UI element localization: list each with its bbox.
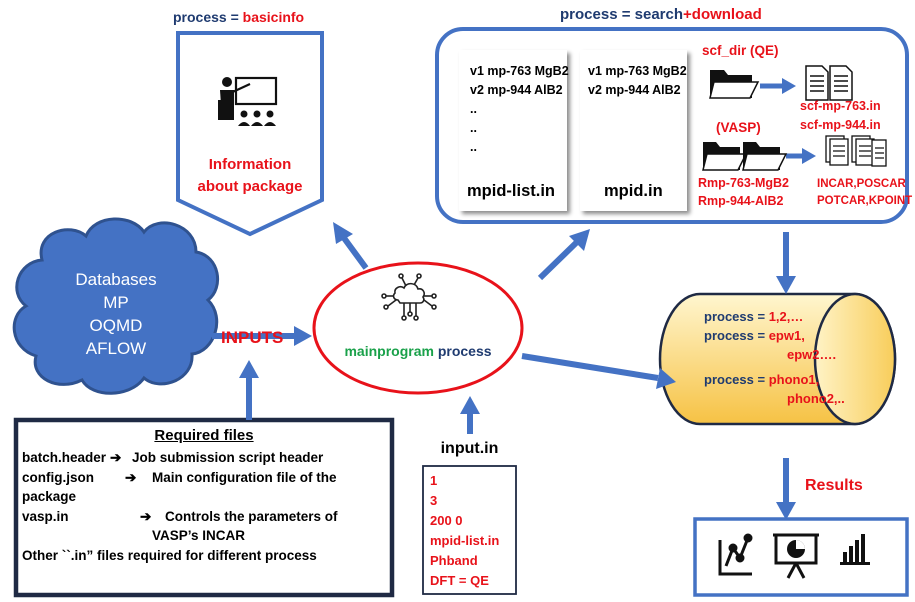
input-line: 200 0 — [430, 513, 463, 528]
file-description: Main configuration file of the — [152, 469, 337, 485]
required-file-row: config.json ➔ Main configuration file of… — [22, 468, 390, 488]
required-files-list: batch.header ➔ Job submission script hea… — [22, 448, 390, 565]
required-files-panel — [13, 417, 395, 598]
database-name: AFLOW — [85, 339, 147, 358]
databases-list: Databases MP OQMD AFLOW — [36, 268, 196, 360]
databases-cloud — [12, 217, 219, 395]
vasp-file-names: POTCAR,KPOINT — [817, 195, 913, 207]
vasp-dirs: Rmp-763-MgB2 Rmp-944-AlB2 — [698, 174, 789, 210]
vasp-label: (VASP) — [716, 120, 761, 135]
file-description: VASP’s INCAR — [152, 528, 246, 543]
input-line: 3 — [430, 493, 438, 508]
process-row: process = epw1, — [704, 326, 845, 345]
process-prefix: process = — [704, 328, 769, 343]
process-list: process = 1,2,… process = epw1, epw2…. p… — [704, 307, 845, 408]
input-line: Phband — [430, 553, 478, 568]
document-line: v2 mp-944 AlB2 — [588, 83, 681, 97]
qe-dir-label: scf_dir (QE) — [702, 43, 779, 58]
qe-files: scf-mp-763.in scf-mp-944.in — [800, 97, 881, 135]
process-value: phono1, — [768, 372, 820, 387]
folder-icon — [702, 142, 788, 171]
line-chart-icon — [718, 533, 753, 576]
process-prefix: process = — [560, 6, 635, 23]
file-name: package — [22, 489, 77, 504]
presentation-pie-icon — [773, 533, 819, 579]
process-prefix: process = — [704, 372, 769, 387]
bar-chart-icon — [840, 534, 870, 565]
document-filename: mpid-list.in — [467, 182, 555, 200]
process-value: search — [634, 6, 684, 23]
process-row: phono2,.. — [704, 389, 845, 408]
document-line: .. — [470, 121, 477, 135]
teacher-presentation-icon — [218, 76, 278, 126]
process-row: process = 1,2,… — [704, 307, 845, 326]
document-line: v1 mp-763 MgB2 — [588, 64, 687, 78]
basicinfo-description: Information about package — [178, 154, 322, 198]
mainprogram-word: mainprogram — [344, 343, 434, 359]
database-name: OQMD — [89, 316, 143, 335]
search-download-title: process = search+download — [560, 6, 762, 23]
document-filename: mpid.in — [604, 182, 663, 200]
document-icon — [805, 65, 853, 101]
description-line: about package — [197, 178, 303, 195]
process-prefix: process = — [704, 309, 769, 324]
required-files-title: Required files — [154, 427, 254, 444]
required-files-footer: Other ``.in” files required for differen… — [22, 547, 317, 563]
database-name: MP — [103, 293, 129, 312]
qe-file-name: scf-mp-763.in — [800, 99, 881, 113]
process-row: process = phono1, — [704, 370, 845, 389]
file-description: Job submission script header — [132, 450, 324, 465]
document-line: v2 mp-944 AlB2 — [470, 83, 563, 97]
arrow-right-icon: ➔ — [140, 508, 152, 524]
inputs-label: INPUTS — [221, 328, 284, 347]
process-value: phono2,.. — [787, 391, 845, 406]
required-file-row: batch.header ➔ Job submission script hea… — [22, 448, 390, 468]
description-line: Information — [208, 156, 292, 173]
process-cylinder — [658, 292, 897, 426]
process-value: epw2…. — [787, 347, 837, 362]
document-line: v1 mp-763 MgB2 — [470, 64, 569, 78]
database-name: Databases — [75, 270, 157, 289]
basicinfo-panel — [176, 31, 324, 237]
input-in-panel — [422, 465, 517, 595]
required-file-row: package — [22, 487, 390, 507]
process-word: process — [437, 343, 492, 359]
vasp-file-names: INCAR,POSCAR — [817, 178, 906, 190]
required-file-row: VASP’s INCAR — [22, 526, 390, 546]
mainprogram-ellipse — [312, 261, 524, 395]
file-name: batch.header — [22, 450, 107, 465]
input-in-title: input.in — [440, 440, 499, 457]
arrow-right-icon: ➔ — [110, 450, 122, 465]
process-value: 1,2,… — [768, 309, 804, 324]
input-line: DFT = QE — [430, 573, 489, 588]
input-line: mpid-list.in — [430, 533, 500, 548]
cloud-network-icon — [381, 273, 437, 321]
required-file-row: vasp.in ➔ Controls the parameters of — [22, 507, 390, 527]
input-in-lines: 1 3 200 0 mpid-list.in Phband DFT = QE — [430, 471, 499, 591]
process-prefix: process = — [173, 9, 243, 25]
file-name: config.json — [22, 469, 94, 485]
file-name: vasp.in — [22, 508, 69, 524]
process-value-suffix: +download — [683, 6, 762, 23]
input-line: 1 — [430, 473, 438, 488]
vasp-dir-name: Rmp-944-AlB2 — [698, 194, 784, 208]
document-line: .. — [470, 102, 477, 116]
file-description: Controls the parameters of — [165, 508, 338, 524]
basicinfo-title: process = basicinfo — [173, 9, 304, 25]
qe-file-name: scf-mp-944.in — [800, 118, 881, 132]
process-value: epw1, — [768, 328, 805, 343]
mainprogram-label: mainprogram process — [338, 343, 498, 359]
vasp-files: INCAR,POSCAR POTCAR,KPOINT — [817, 176, 912, 210]
mpid-list-document: v1 mp-763 MgB2 v2 mp-944 AlB2 .. .. .. m… — [459, 50, 569, 211]
document-stack-icon — [825, 135, 887, 167]
vasp-dir-name: Rmp-763-MgB2 — [698, 176, 789, 190]
arrow-right-icon: ➔ — [125, 469, 137, 485]
results-label: Results — [805, 477, 863, 494]
process-row: epw2…. — [704, 345, 845, 364]
flow-arrows — [212, 78, 816, 520]
process-value: basicinfo — [242, 9, 305, 25]
mpid-document: v1 mp-763 MgB2 v2 mp-944 AlB2 mpid.in — [580, 50, 687, 211]
document-line: .. — [470, 140, 477, 154]
folder-icon — [709, 70, 760, 99]
